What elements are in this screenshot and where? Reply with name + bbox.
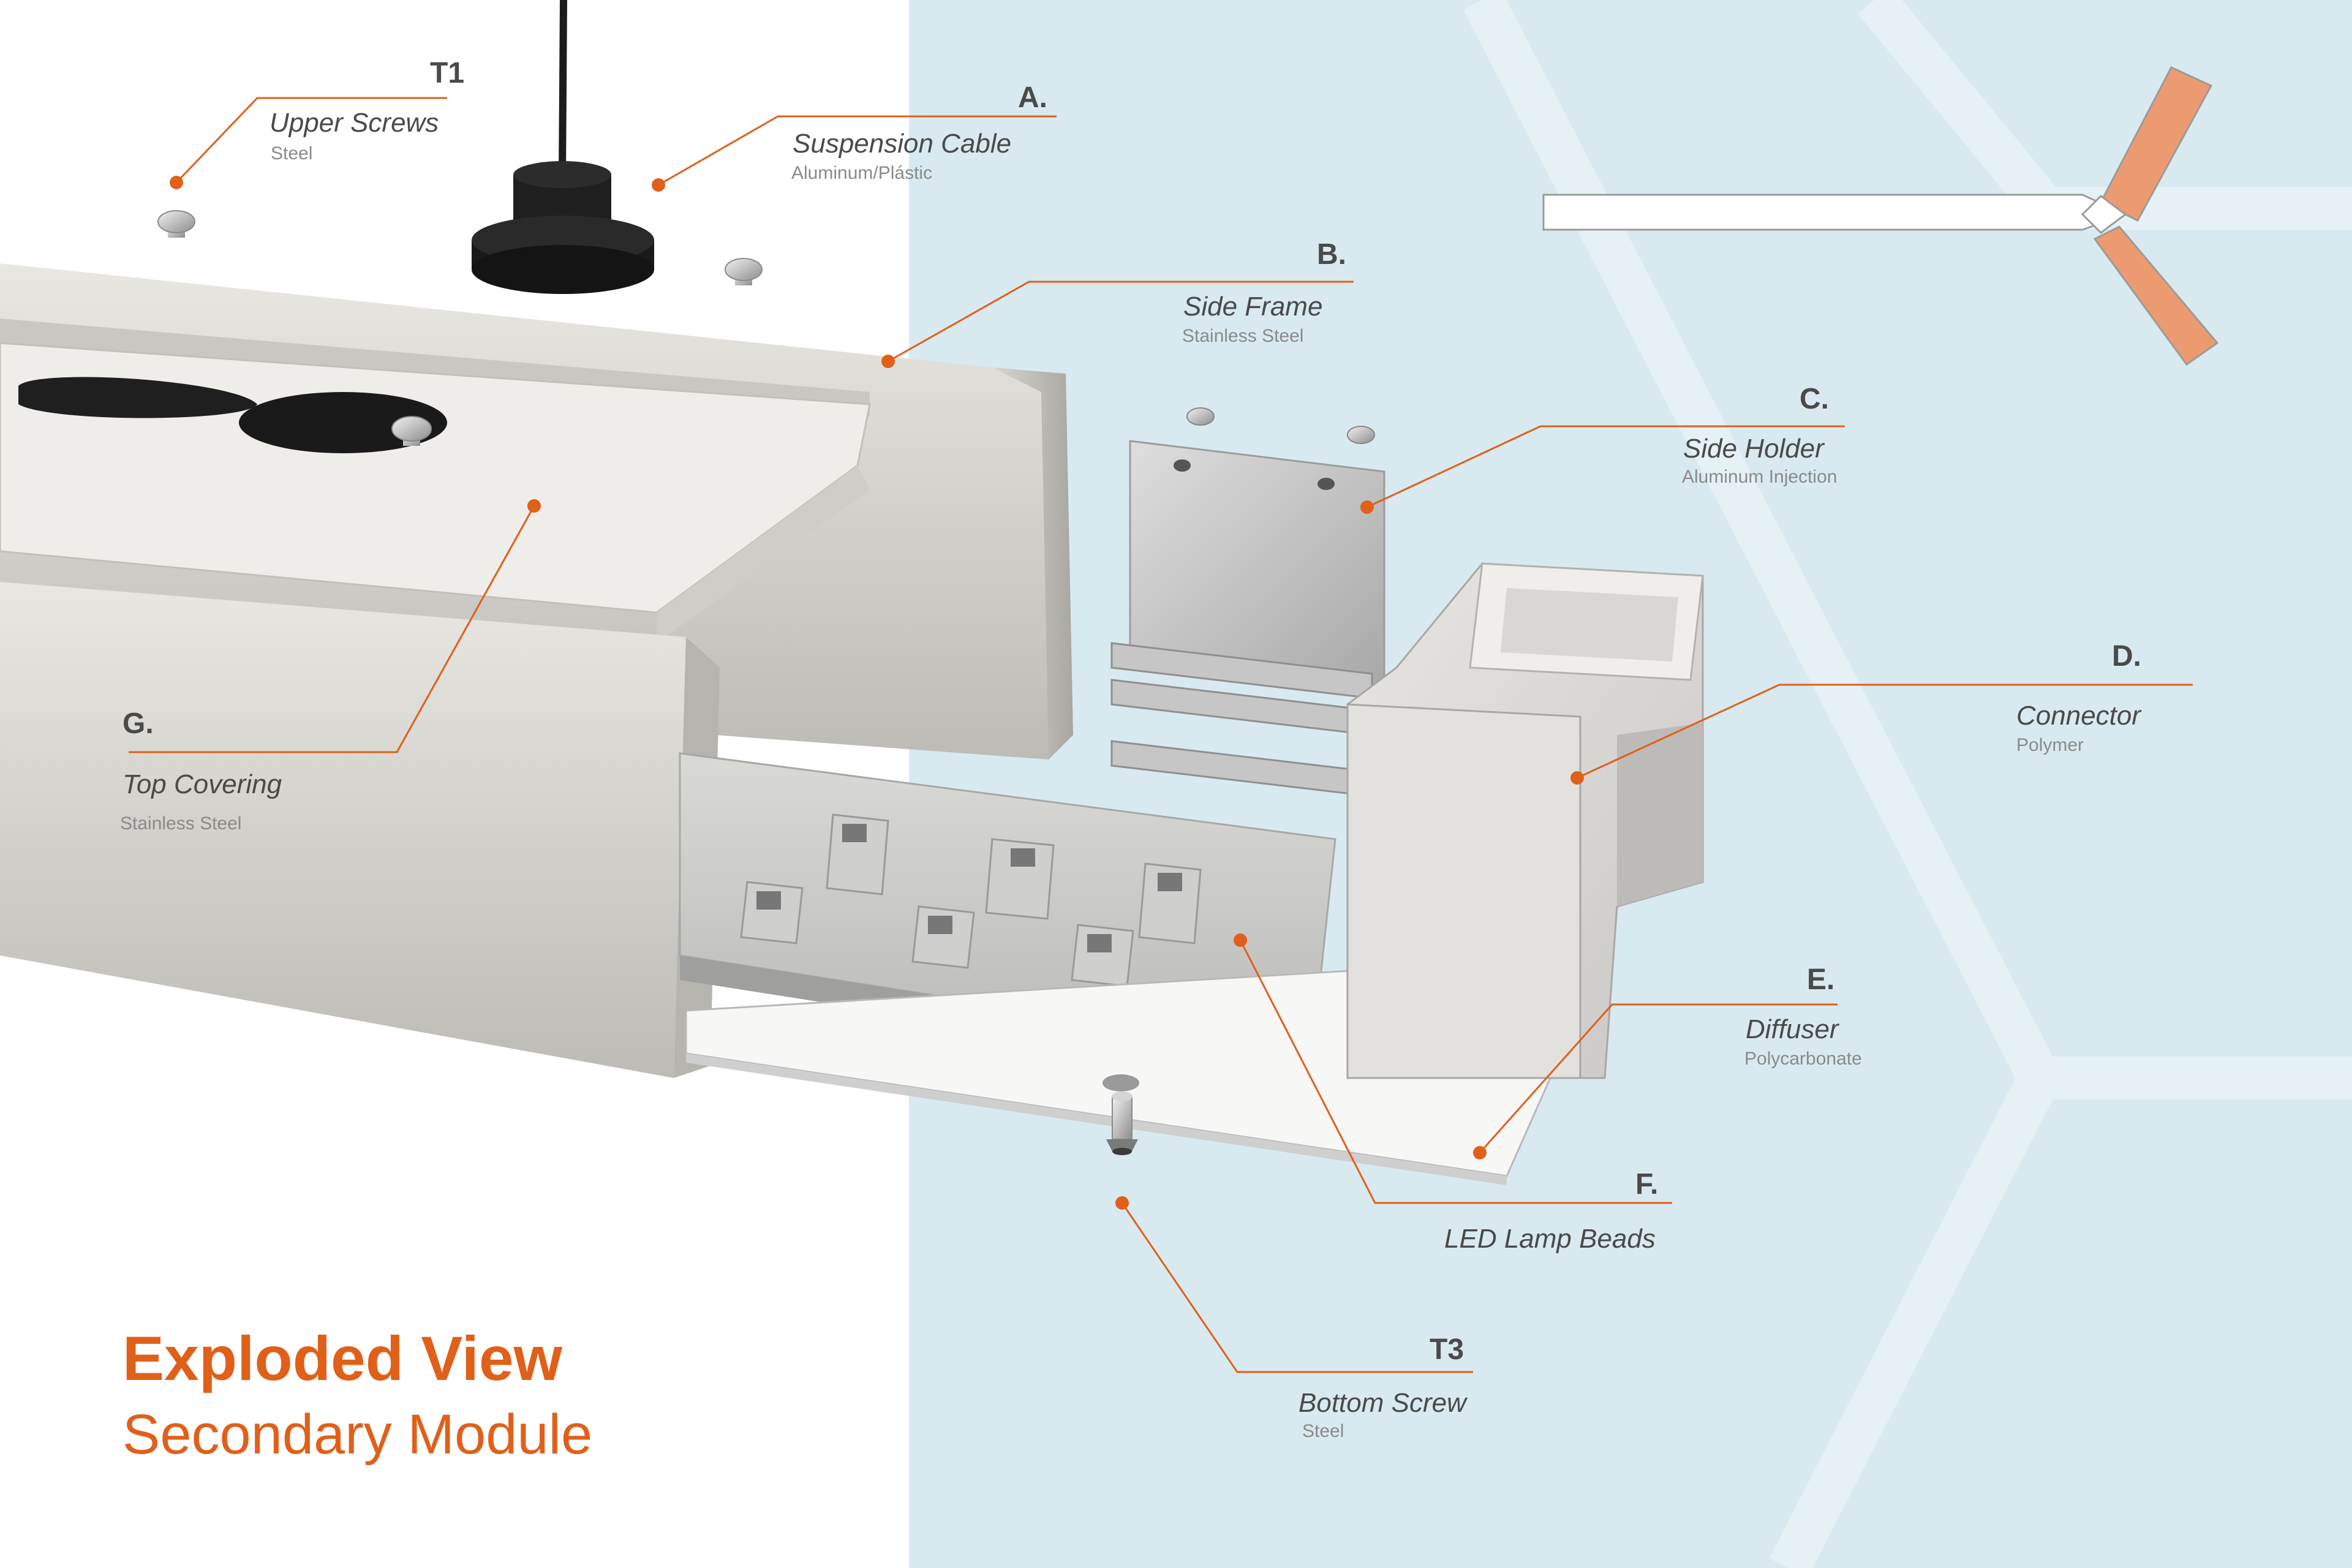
callout-b-name: Side Frame — [1183, 292, 1323, 322]
callout-a-code: A. — [1018, 81, 1047, 114]
callout-c-material: Aluminum Injection — [1682, 467, 1838, 487]
page-subtitle: Secondary Module — [123, 1403, 593, 1466]
callout-a-material: Aluminum/Plástic — [791, 163, 933, 183]
callout-t3-name: Bottom Screw — [1298, 1388, 1466, 1418]
callout-f-name: LED Lamp Beads — [1444, 1224, 1656, 1254]
suspension-cable-assembly — [472, 0, 654, 294]
callout-e-name: Diffuser — [1746, 1014, 1839, 1044]
callout-d-name: Connector — [2016, 701, 2141, 731]
callout-d-code: D. — [2112, 640, 2141, 673]
callout-t1-code: T1 — [430, 57, 465, 89]
connector-block — [1346, 562, 1704, 1079]
y-connector-icon — [1542, 66, 2219, 366]
callout-lines — [129, 97, 2193, 1373]
upper-screws — [157, 210, 763, 285]
callout-f-code: F. — [1635, 1168, 1659, 1200]
callout-e-code: E. — [1807, 963, 1835, 996]
callout-t1-name: Upper Screws — [270, 108, 439, 138]
bottom-screw-seat — [1102, 1074, 1139, 1091]
page-title: Exploded View — [123, 1324, 562, 1393]
callout-g-code: G. — [123, 707, 154, 740]
callout-t3-material: Steel — [1302, 1421, 1344, 1441]
callout-c-name: Side Holder — [1683, 434, 1824, 464]
callout-t3-code: T3 — [1430, 1333, 1464, 1366]
callout-e-material: Polycarbonate — [1744, 1049, 1862, 1069]
callout-c-code: C. — [1800, 383, 1829, 415]
bottom-screw — [1106, 1091, 1138, 1155]
callout-b-material: Stainless Steel — [1182, 326, 1304, 346]
callout-d-material: Polymer — [2016, 735, 2084, 755]
callout-g-name: Top Covering — [123, 769, 282, 799]
callout-a-name: Suspension Cable — [793, 129, 1012, 159]
callout-dots — [170, 176, 1584, 1210]
callout-g-material: Stainless Steel — [120, 813, 242, 834]
callout-b-code: B. — [1317, 238, 1346, 271]
callout-t1-material: Steel — [271, 143, 313, 164]
